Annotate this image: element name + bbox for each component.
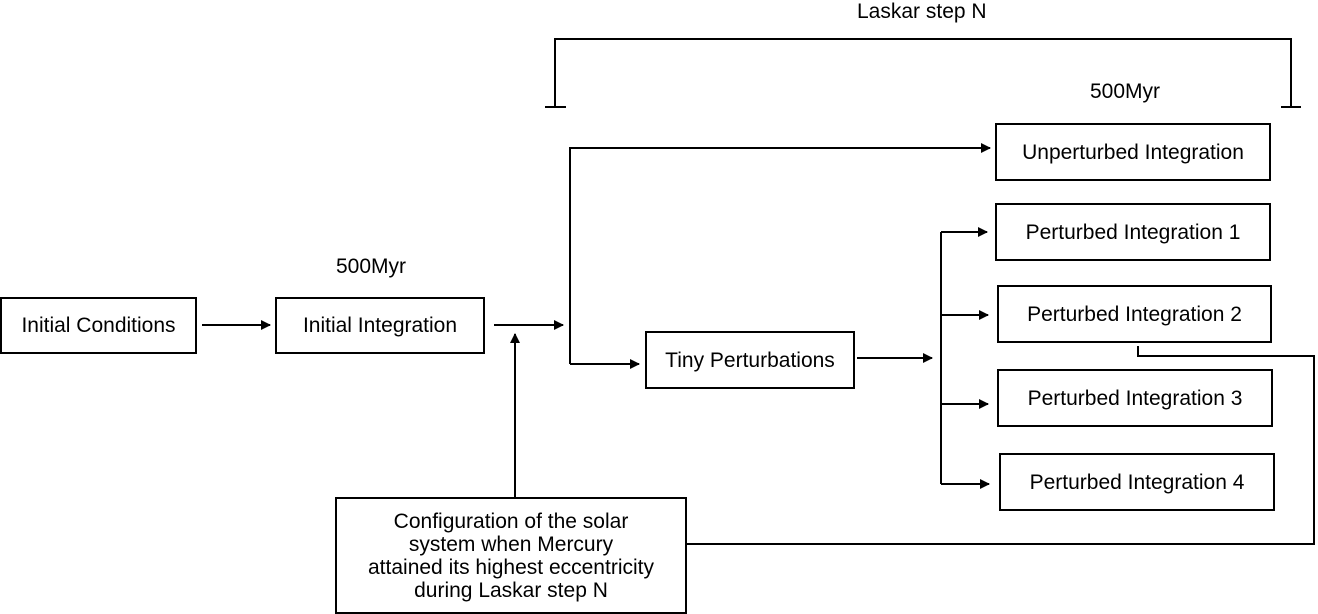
- tiny-perturbations-box: Tiny Perturbations: [645, 331, 855, 389]
- configuration-line-4: during Laskar step N: [414, 578, 608, 602]
- split-to-unperturbed: [569, 143, 991, 364]
- configuration-line-1: Configuration of the solar: [393, 509, 629, 533]
- left-duration-label: 500Myr: [336, 255, 407, 278]
- configuration-line-2: system when Mercury: [408, 532, 614, 556]
- perturbed-integration-3-box: Perturbed Integration 3: [997, 369, 1273, 427]
- right-duration-label: 500Myr: [1090, 80, 1161, 103]
- feedback-perturbed-2-to-configuration: [686, 346, 1315, 545]
- configuration-box: Configuration of the solar system when M…: [335, 497, 687, 614]
- initial-integration-box: Initial Integration: [275, 297, 485, 354]
- configuration-line-3: attained its highest eccentricity: [368, 555, 654, 579]
- perturbed-integration-2-box: Perturbed Integration 2: [997, 285, 1272, 343]
- perturbed-integration-4-box: Perturbed Integration 4: [999, 453, 1275, 511]
- perturbed-integration-1-box: Perturbed Integration 1: [995, 203, 1271, 261]
- unperturbed-integration-box: Unperturbed Integration: [995, 123, 1271, 181]
- laskar-bracket: [554, 38, 1292, 107]
- initial-conditions-box: Initial Conditions: [0, 297, 197, 354]
- laskar-step-label: Laskar step N: [857, 0, 987, 23]
